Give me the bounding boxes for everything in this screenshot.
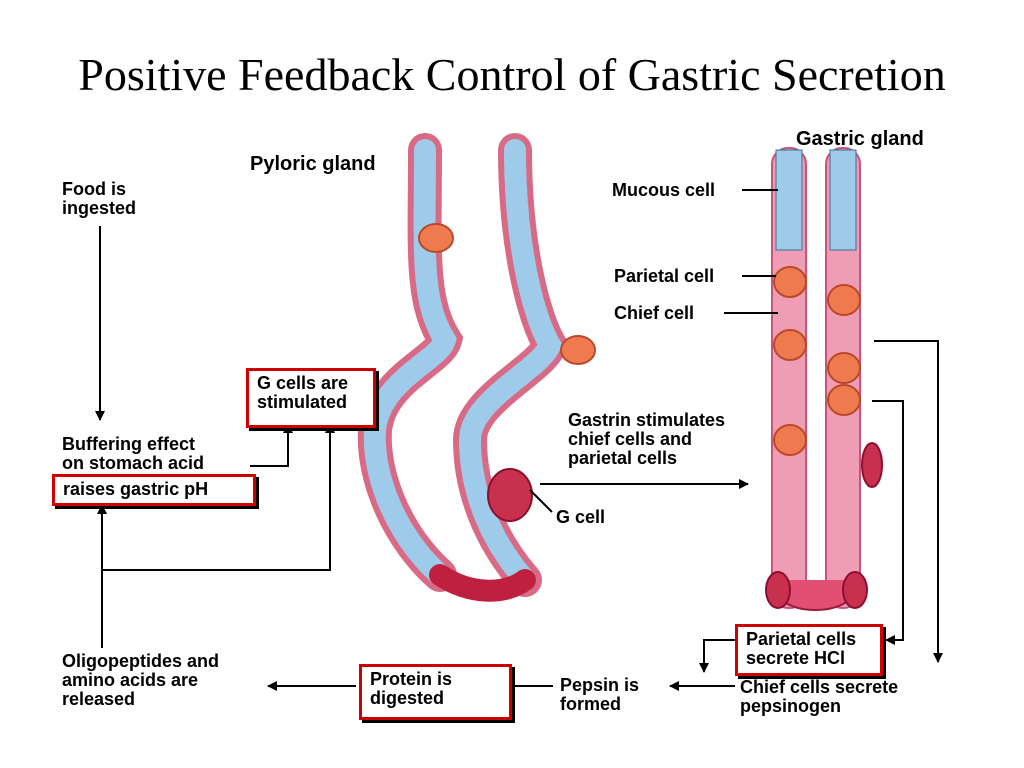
gastric-parietal-cell: [773, 329, 807, 361]
label-mucous-cell: Mucous cell: [612, 180, 716, 200]
flow-arrows: [95, 189, 943, 691]
pyloric-parietal-cell: [560, 335, 596, 365]
label-food-ingested: Food is ingested: [62, 179, 137, 218]
box-protein-digested: Protein is digested: [359, 664, 512, 720]
box-g-cells-stimulated: G cells are stimulated: [246, 368, 376, 428]
label-chief-cells-secrete: Chief cells secrete pepsinogen: [740, 677, 899, 716]
g-cell-pointer: [529, 489, 553, 513]
pyloric-gland-left-wall-inner: [363, 139, 457, 586]
pyloric-parietal-cell: [418, 223, 454, 253]
page-title: Positive Feedback Control of Gastric Sec…: [78, 49, 946, 100]
gastric-parietal-cell: [827, 352, 861, 384]
label-pyloric-gland: Pyloric gland: [250, 153, 376, 175]
box-raises-gastric-ph: raises gastric pH: [52, 474, 256, 506]
gastric-parietal-cell: [827, 284, 861, 316]
box-parietal-secrete-hcl: Parietal cells secrete HCl: [735, 624, 883, 676]
gastric-g-cell: [842, 571, 868, 609]
gastric-parietal-cell: [773, 266, 807, 298]
label-chief-cell: Chief cell: [614, 303, 695, 323]
arrow-chief-to-pepsinogen: [874, 340, 943, 663]
arrow-buffering-to-gcells: [250, 423, 293, 467]
gastric-mucous-cells-left: [775, 149, 803, 251]
gastric-parietal-cell: [773, 424, 807, 456]
pyloric-gland-illustration: [357, 133, 596, 602]
label-g-cell: G cell: [556, 507, 606, 527]
arrow-feedback-to-gcells: [102, 423, 335, 571]
label-oligopeptides: Oligopeptides and amino acids are releas…: [62, 651, 220, 709]
g-cell-shape: [487, 468, 533, 522]
label-parietal-cell: Parietal cell: [614, 266, 715, 286]
gastric-mucous-cells-right: [829, 149, 857, 251]
gastric-gland-left-wall: [771, 147, 807, 609]
gastric-parietal-cell: [827, 384, 861, 416]
gastric-gland-illustration: [765, 147, 883, 611]
pyloric-gland-base: [429, 564, 536, 602]
gastric-g-cell: [765, 571, 791, 609]
label-buffering-effect: Buffering effect on stomach acid: [62, 434, 205, 473]
gastric-g-cell: [861, 442, 883, 488]
label-pepsin-formed: Pepsin is formed: [560, 675, 640, 714]
label-gastric-gland: Gastric gland: [796, 128, 924, 150]
pyloric-gland-right-wall-inner: [458, 139, 563, 591]
arrow-hcl-to-pepsin: [699, 639, 735, 673]
label-gastrin-stimulates: Gastrin stimulates chief cells and parie…: [568, 410, 726, 468]
arrow-parietal-to-hcl: [872, 400, 904, 645]
